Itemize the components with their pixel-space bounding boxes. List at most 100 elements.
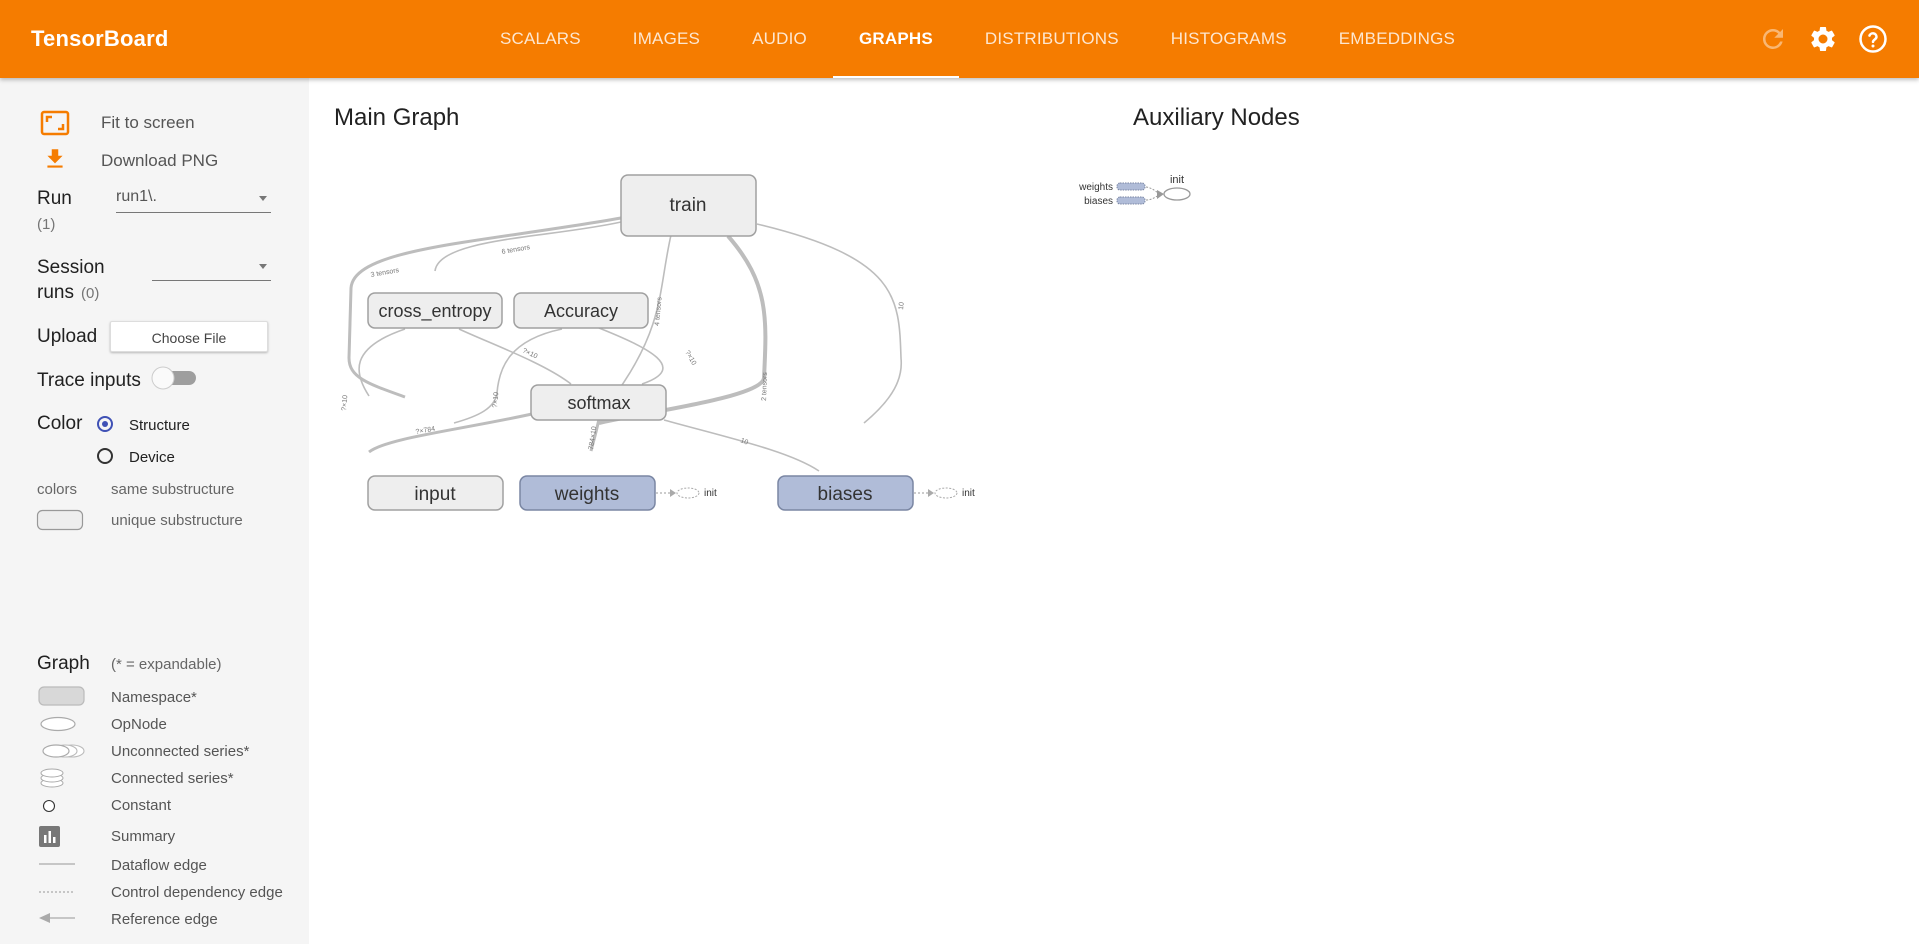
aux-weights-label: weights [1078, 182, 1113, 193]
init-label-biases: init [962, 488, 975, 499]
node-input[interactable]: input [367, 475, 504, 511]
control-edge-icon [39, 891, 75, 893]
unique-substructure-label: unique substructure [111, 512, 243, 529]
namespace-icon [38, 686, 85, 706]
edge-label-softmax-biases: 10 [739, 437, 749, 446]
tab-graphs[interactable]: GRAPHS [832, 0, 959, 78]
edge-label-accuracy-softmax: ?×10 [683, 350, 697, 367]
device-radio[interactable] [97, 448, 113, 464]
aux-biases-label: biases [1084, 196, 1113, 206]
chevron-down-icon [259, 196, 267, 201]
legend-subtitle: (* = expandable) [111, 656, 222, 673]
tab-histograms[interactable]: HISTOGRAMS [1170, 29, 1287, 48]
legend-dataflow-edge: Dataflow edge [111, 857, 207, 874]
node-biases-label: biases [818, 484, 873, 505]
aux-biases-node[interactable] [1116, 196, 1146, 205]
run-count: (1) [37, 216, 56, 233]
reference-edge-icon [39, 913, 75, 923]
edge-softmax-weights [589, 418, 601, 452]
refresh-icon[interactable] [1758, 24, 1788, 54]
aux-init-node[interactable] [1163, 187, 1191, 201]
init-stub-biases[interactable]: init [914, 487, 975, 499]
edge-label-train-cross-entropy: 6 tensors [501, 244, 531, 256]
session-count: (0) [81, 285, 100, 302]
node-cross-entropy[interactable]: cross_entropy [367, 292, 503, 329]
legend-reference-edge: Reference edge [111, 911, 218, 928]
edge-accuracy-softmax [598, 327, 664, 385]
choose-file-button[interactable]: Choose File [110, 321, 268, 352]
unconnected-series-icon [42, 744, 85, 758]
edge-cross-entropy-input [358, 328, 406, 397]
structure-radio[interactable] [97, 416, 113, 432]
node-input-label: input [414, 484, 456, 505]
upload-label: Upload [37, 326, 98, 347]
tab-embeddings[interactable]: EMBEDDINGS [1338, 29, 1456, 48]
edge-label-train-biases: 10 [898, 302, 906, 310]
edge-label-cross-entropy-softmax: ?×10 [521, 347, 538, 360]
edge-train-softmax [621, 234, 672, 386]
aux-weights-node[interactable] [1116, 182, 1146, 191]
legend-summary: Summary [111, 828, 176, 845]
tab-images[interactable]: IMAGES [632, 29, 701, 48]
gear-icon[interactable] [1808, 24, 1838, 54]
colors-label: colors [37, 481, 78, 498]
node-weights[interactable]: weights [519, 475, 656, 511]
session-label: Session [37, 257, 105, 278]
session-select[interactable] [152, 256, 271, 281]
node-softmax-label: softmax [567, 393, 630, 413]
auxiliary-graph[interactable]: weights biases init [1069, 156, 1229, 206]
download-icon[interactable] [42, 146, 68, 172]
edge-train-cross-entropy [434, 221, 622, 272]
tab-distributions[interactable]: DISTRIBUTIONS [984, 29, 1119, 48]
tab-audio[interactable]: AUDIO [752, 29, 807, 48]
tab-bar: SCALARS IMAGES AUDIO GRAPHS DISTRIBUTION… [474, 0, 1481, 78]
graph-canvas[interactable]: Main Graph Auxiliary Nodes 3 tensors 6 t… [309, 78, 1919, 944]
fit-to-screen-link[interactable]: Fit to screen [101, 113, 195, 132]
legend-opnode: OpNode [111, 716, 167, 733]
node-train[interactable]: train [620, 174, 757, 237]
edge-label-softmax-weights: 784×10 [588, 426, 598, 450]
constant-icon [42, 799, 56, 813]
edge-label-softmax-input: ?×784 [415, 426, 436, 436]
legend-connected-series: Connected series* [111, 770, 234, 787]
node-cross-entropy-label: cross_entropy [378, 301, 491, 322]
node-accuracy[interactable]: Accuracy [513, 292, 649, 329]
download-png-link[interactable]: Download PNG [101, 151, 219, 170]
run-select[interactable]: run1\. [116, 188, 271, 213]
edge-softmax-input [368, 412, 533, 454]
edge-cross-entropy-softmax [458, 328, 572, 385]
tab-scalars[interactable]: SCALARS [500, 29, 581, 48]
help-icon[interactable] [1858, 24, 1888, 54]
init-label-weights: init [704, 488, 717, 499]
fit-screen-icon[interactable] [40, 110, 70, 136]
unique-substructure-swatch [36, 509, 84, 531]
node-biases[interactable]: biases [777, 475, 914, 511]
legend-unconnected-series: Unconnected series* [111, 743, 250, 760]
connected-series-icon [40, 768, 64, 788]
main-graph-title: Main Graph [334, 104, 460, 131]
init-stub-weights[interactable]: init [656, 487, 717, 499]
chevron-down-icon [259, 264, 267, 269]
legend-namespace: Namespace* [111, 689, 197, 706]
summary-icon [39, 826, 60, 847]
run-label: Run [37, 188, 72, 209]
color-label: Color [37, 413, 83, 434]
structure-label: Structure [129, 417, 190, 434]
node-train-label: train [670, 195, 707, 216]
legend-constant: Constant [111, 797, 172, 814]
edge-label-cross-entropy-input: ?×10 [341, 395, 349, 411]
edge-label-accuracy-input: ?×10 [492, 392, 500, 408]
device-label: Device [129, 449, 175, 466]
node-softmax[interactable]: softmax [530, 384, 667, 421]
edge-accuracy-input [453, 328, 563, 424]
edge-train-input [347, 216, 622, 399]
app-title: TensorBoard [31, 26, 169, 51]
trace-inputs-label: Trace inputs [37, 370, 141, 391]
main-graph[interactable]: 3 tensors 6 tensors 4 tensors 10 2 tenso… [309, 78, 1319, 538]
node-accuracy-label: Accuracy [544, 301, 618, 321]
trace-inputs-toggle[interactable] [150, 365, 200, 391]
edge-label-train-weights: 2 tensors [761, 372, 769, 402]
dataflow-edge-icon [39, 863, 75, 865]
auxiliary-nodes-title: Auxiliary Nodes [1133, 104, 1300, 131]
node-weights-label: weights [554, 484, 619, 505]
